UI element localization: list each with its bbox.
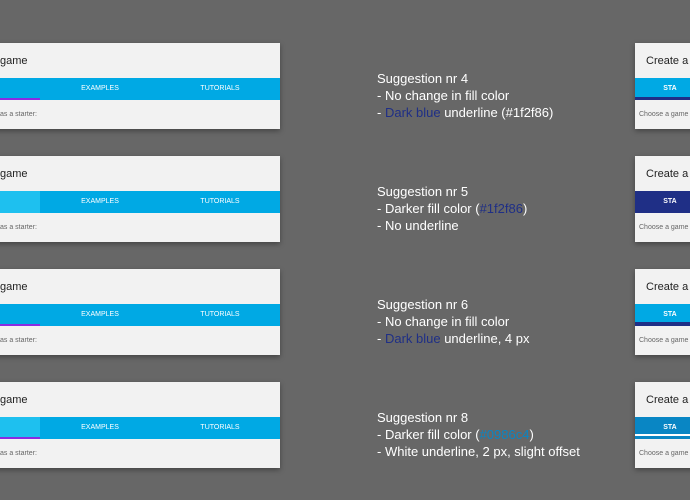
- suggestion-8-description: Suggestion nr 8 - Darker fill color (#09…: [377, 409, 580, 460]
- tab-tutorials[interactable]: TUTORIALS: [200, 85, 240, 92]
- suggestion-line: - Dark blue underline, 4 px: [377, 331, 530, 346]
- suggestion-title: Suggestion nr 5: [377, 184, 469, 199]
- starter-hint: as a starter:: [0, 224, 37, 231]
- tab-start[interactable]: STA: [663, 85, 677, 92]
- tab-tutorials[interactable]: TUTORIALS: [200, 424, 240, 431]
- card-title: game: [0, 394, 28, 406]
- color-highlight: Dark blue: [384, 105, 441, 120]
- suggestion-line: - No change in fill color: [377, 88, 510, 103]
- suggestion-line: - No underline: [377, 218, 459, 233]
- card-title: game: [0, 281, 28, 293]
- card-title: game: [0, 168, 28, 180]
- starter-hint: as a starter:: [0, 111, 37, 118]
- preview-card-left: game EXAMPLES TUTORIALS as a starter:: [0, 43, 280, 129]
- tab-start[interactable]: STA: [635, 191, 690, 213]
- suggestion-title: Suggestion nr 8: [377, 410, 469, 425]
- tab-bar: EXAMPLES TUTORIALS: [0, 304, 280, 326]
- tab-bar: EXAMPLES TUTORIALS: [0, 78, 280, 100]
- suggestion-line: - Darker fill color (#0986c4): [377, 427, 534, 442]
- tab-bar: STA: [635, 304, 690, 326]
- suggestion-6-description: Suggestion nr 6 - No change in fill colo…: [377, 296, 530, 347]
- tab-examples[interactable]: EXAMPLES: [81, 424, 119, 431]
- choose-game-hint: Choose a game: [639, 450, 689, 457]
- card-title: Create a: [646, 394, 689, 406]
- tab-selected[interactable]: [0, 191, 40, 213]
- tab-tutorials[interactable]: TUTORIALS: [200, 198, 240, 205]
- preview-card-left: game EXAMPLES TUTORIALS as a starter:: [0, 156, 280, 242]
- tab-selected[interactable]: [0, 304, 40, 326]
- starter-hint: as a starter:: [0, 337, 37, 344]
- suggestion-title: Suggestion nr 4: [377, 71, 469, 86]
- preview-card-left: game EXAMPLES TUTORIALS as a starter:: [0, 382, 280, 468]
- card-title: Create a: [646, 281, 689, 293]
- preview-card-right: Create a STA Choose a game: [635, 156, 690, 242]
- suggestion-title: Suggestion nr 6: [377, 297, 469, 312]
- tab-bar: STA: [635, 417, 690, 439]
- color-highlight: Dark blue: [384, 331, 441, 346]
- selected-tab-underline: [0, 324, 40, 326]
- selected-tab-underline: [0, 98, 40, 100]
- selected-tab-underline: [635, 322, 690, 326]
- card-title: Create a: [646, 168, 689, 180]
- tab-bar: EXAMPLES TUTORIALS: [0, 417, 280, 439]
- suggestion-4-description: Suggestion nr 4 - No change in fill colo…: [377, 70, 553, 121]
- choose-game-hint: Choose a game: [639, 111, 689, 118]
- preview-card-right: Create a STA Choose a game: [635, 382, 690, 468]
- tab-examples[interactable]: EXAMPLES: [81, 311, 119, 318]
- preview-card-right: Create a STA Choose a game: [635, 43, 690, 129]
- tab-selected[interactable]: [0, 417, 40, 439]
- choose-game-hint: Choose a game: [639, 337, 689, 344]
- suggestion-line: - Dark blue underline (#1f2f86): [377, 105, 554, 120]
- tab-bar: EXAMPLES TUTORIALS: [0, 191, 280, 213]
- preview-card-right: Create a STA Choose a game: [635, 269, 690, 355]
- card-title: Create a: [646, 55, 689, 67]
- tab-tutorials[interactable]: TUTORIALS: [200, 311, 240, 318]
- card-title: game: [0, 55, 28, 67]
- selected-tab-underline: [635, 434, 690, 436]
- tab-examples[interactable]: EXAMPLES: [81, 85, 119, 92]
- choose-game-hint: Choose a game: [639, 224, 689, 231]
- tab-start[interactable]: STA: [635, 417, 690, 439]
- suggestion-5-description: Suggestion nr 5 - Darker fill color (#1f…: [377, 183, 527, 234]
- tab-bar: STA: [635, 191, 690, 213]
- suggestion-line: - No change in fill color: [377, 314, 510, 329]
- starter-hint: as a starter:: [0, 450, 37, 457]
- tab-start[interactable]: STA: [663, 311, 677, 318]
- selected-tab-underline: [635, 97, 690, 100]
- suggestion-line: - Darker fill color (#1f2f86): [377, 201, 528, 216]
- tab-bar: STA: [635, 78, 690, 100]
- tab-selected[interactable]: [0, 78, 40, 100]
- color-highlight: #1f2f86: [479, 201, 523, 216]
- tab-examples[interactable]: EXAMPLES: [81, 198, 119, 205]
- suggestion-line: - White underline, 2 px, slight offset: [377, 444, 580, 459]
- preview-card-left: game EXAMPLES TUTORIALS as a starter:: [0, 269, 280, 355]
- color-highlight: #0986c4: [479, 427, 530, 442]
- selected-tab-underline: [0, 437, 40, 439]
